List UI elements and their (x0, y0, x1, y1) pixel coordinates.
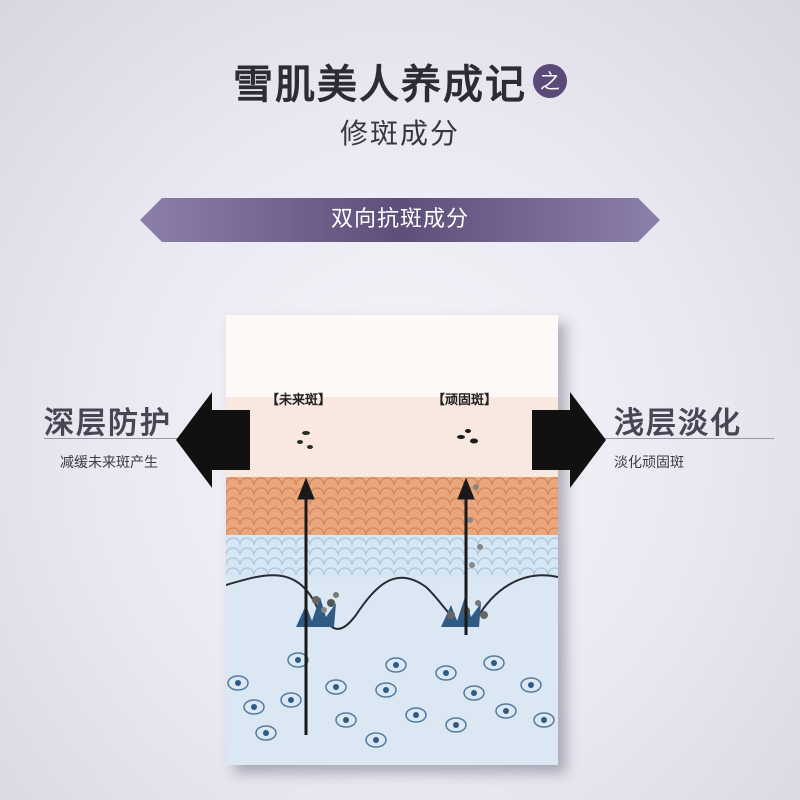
right-divider (592, 438, 774, 439)
right-subtitle: 淡化顽固斑 (614, 455, 684, 471)
page-title: 雪肌美人养成记 (233, 62, 527, 108)
skin-illustration (226, 429, 558, 748)
section-banner: 双向抗斑成分 (140, 198, 660, 242)
melanin-left (296, 592, 339, 627)
left-subtitle: 减缓未来斑产生 (60, 455, 158, 471)
orange-layer (226, 477, 558, 535)
cells (227, 652, 555, 748)
upper-skin-layer (226, 397, 558, 485)
left-divider (44, 438, 210, 439)
right-title: 浅层淡化 (614, 406, 742, 441)
cell-nuclei (235, 657, 547, 743)
label-future-spot: 【未来斑】 (266, 393, 332, 408)
upward-arrows (297, 477, 475, 735)
title-badge: 之 (533, 64, 567, 98)
title-row: 雪肌美人养成记之 (0, 52, 800, 110)
blue-layer (226, 535, 558, 577)
basal-membrane (226, 574, 558, 630)
right-arrow-icon (532, 392, 606, 488)
label-stubborn-spot: 【顽固斑】 (432, 393, 498, 408)
left-title: 深层防护 (44, 406, 172, 441)
future-spot (297, 431, 313, 449)
banner-shape (140, 198, 660, 242)
skin-diagram: 【未来斑】 【顽固斑】 (226, 315, 558, 765)
stubborn-spot (457, 429, 478, 444)
page-subtitle: 修斑成分 (339, 117, 460, 150)
banner-label: 双向抗斑成分 (330, 207, 469, 232)
melanin-right (441, 484, 488, 627)
left-arrow-icon (176, 392, 250, 488)
surface-layer (226, 315, 558, 397)
